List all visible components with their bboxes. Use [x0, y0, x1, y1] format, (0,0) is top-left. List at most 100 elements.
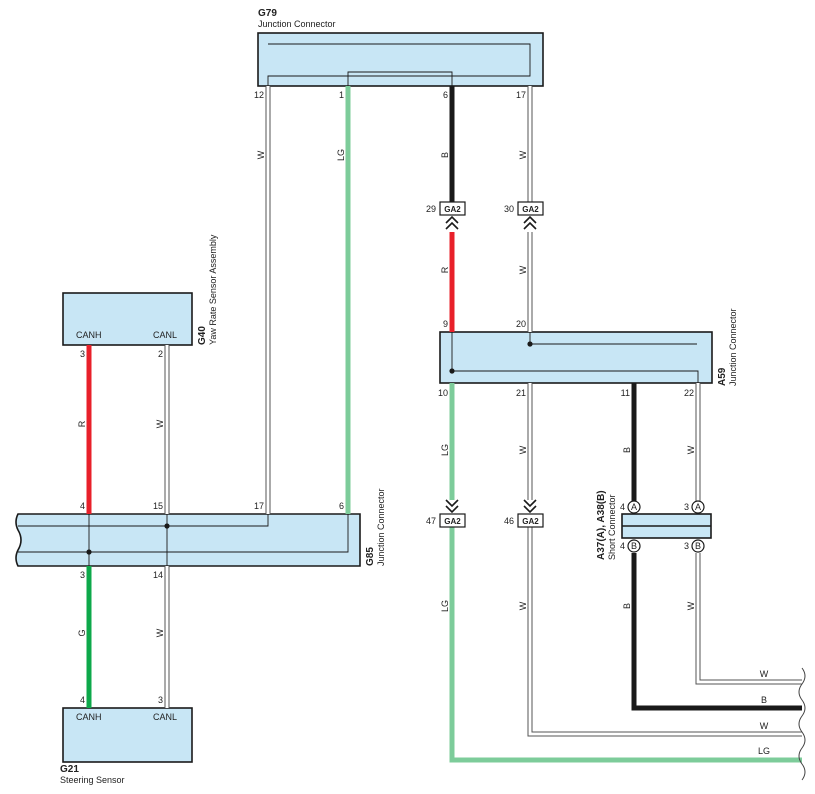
g21-code: G21	[60, 764, 79, 775]
short-terminal-3b[interactable]: B 3	[684, 539, 705, 553]
wire-label-a59-w2: W	[686, 445, 696, 454]
g79-internal-a	[267, 43, 531, 86]
a59-pin-9: 9	[443, 319, 448, 329]
wire-label-g79-12: W	[256, 150, 266, 159]
wire-label-g21-g: G	[77, 629, 87, 636]
wire-label-ga2-r: R	[440, 266, 450, 273]
svg-text:A: A	[631, 502, 637, 512]
svg-text:3: 3	[684, 541, 689, 551]
g21-pin-4: 4	[80, 695, 85, 705]
g40-canl: CANL	[153, 330, 177, 340]
g85-pin-15: 15	[153, 501, 163, 511]
wire-label-lower-w: W	[518, 601, 528, 610]
wire-label-a59-lg: LG	[440, 444, 450, 456]
wire-label-g79-6: B	[440, 152, 450, 158]
a59-internal-a	[451, 332, 699, 383]
svg-text:B: B	[695, 541, 701, 551]
g79-box[interactable]	[257, 32, 544, 87]
connector-ga2-30-pin: 30	[504, 204, 514, 214]
g40-pin-3: 3	[80, 349, 85, 359]
wire-label-g40-w: W	[155, 419, 165, 428]
wire-label-g40-r: R	[77, 420, 87, 427]
svg-text:3: 3	[684, 502, 689, 512]
connector-ga2-47[interactable]: GA2 47	[426, 499, 466, 528]
g21-desc: Steering Sensor	[60, 775, 125, 785]
connector-ga2-30-label: GA2	[522, 205, 539, 214]
g21-canl: CANL	[153, 712, 177, 722]
g85-pin-14: 14	[153, 570, 163, 580]
connector-ga2-29-label: GA2	[444, 205, 461, 214]
g79-pin-17: 17	[516, 90, 526, 100]
wire-break-line	[798, 667, 806, 781]
connector-ga2-47-chevron-icon	[445, 499, 459, 514]
g40-pin-2: 2	[158, 349, 163, 359]
connector-ga2-30-chevron-icon	[523, 215, 537, 230]
connector-ga2-46-label: GA2	[522, 517, 539, 526]
wire-label-out-w2: W	[760, 721, 769, 731]
a59-box[interactable]	[439, 331, 713, 384]
connector-ga2-47-pin: 47	[426, 516, 436, 526]
wire-label-a59-w: W	[518, 445, 528, 454]
wire-short-w[interactable]	[695, 553, 802, 685]
g85-internal-a	[18, 514, 269, 527]
g85-pin-3: 3	[80, 570, 85, 580]
wire-label-ga2-w: W	[518, 265, 528, 274]
connector-ga2-29-chevron-icon	[445, 215, 459, 230]
a59-pin-21: 21	[516, 388, 526, 398]
short-terminal-3a[interactable]: A 3	[684, 500, 705, 514]
a59-desc: Junction Connector	[728, 308, 738, 386]
connector-ga2-29[interactable]: GA2 29	[426, 201, 466, 230]
svg-text:4: 4	[620, 502, 625, 512]
g40-desc: Yaw Rate Sensor Assembly	[208, 234, 218, 345]
svg-text:4: 4	[620, 541, 625, 551]
g79-pin-1: 1	[339, 90, 344, 100]
a59-pin-22: 22	[684, 388, 694, 398]
g85-splice-dot-a	[164, 523, 170, 529]
short-terminal-4b[interactable]: B 4	[620, 539, 641, 553]
g85-internal-b	[18, 514, 349, 553]
g85-pin-17: 17	[254, 501, 264, 511]
a59-code: A59	[717, 367, 728, 386]
wire-label-a59-b: B	[622, 447, 632, 453]
a59-pin-11: 11	[621, 388, 630, 398]
g79-code: G79	[258, 8, 277, 19]
wire-label-out-w1: W	[760, 669, 769, 679]
g85-code: G85	[365, 547, 376, 566]
g21-pin-3: 3	[158, 695, 163, 705]
g85-pin-6: 6	[339, 501, 344, 511]
g79-internal-b	[347, 71, 453, 86]
svg-text:A: A	[695, 502, 701, 512]
wire-label-out-b: B	[761, 695, 767, 705]
wire-lower-lg[interactable]	[449, 527, 802, 763]
connector-ga2-46-pin: 46	[504, 516, 514, 526]
wire-label-lower-lg: LG	[440, 600, 450, 612]
g40-box[interactable]	[62, 292, 193, 346]
a59-splice-dot-a	[527, 341, 533, 347]
g85-desc: Junction Connector	[376, 488, 386, 566]
connector-ga2-29-pin: 29	[426, 204, 436, 214]
wire-label-g79-1: LG	[336, 149, 346, 161]
svg-text:B: B	[631, 541, 637, 551]
short-terminal-4a[interactable]: A 4	[620, 500, 641, 514]
connector-ga2-30[interactable]: GA2 30	[504, 201, 544, 230]
g79-desc: Junction Connector	[258, 19, 336, 29]
g21-box[interactable]	[62, 707, 193, 763]
g21-canh: CANH	[76, 712, 102, 722]
g40-canh: CANH	[76, 330, 102, 340]
g85-box[interactable]	[15, 513, 361, 567]
wire-lower-w[interactable]	[527, 527, 802, 737]
a59-splice-dot-b	[449, 368, 455, 374]
wire-label-g79-17: W	[518, 150, 528, 159]
wire-short-b[interactable]	[631, 553, 802, 711]
wire-label-short-b: B	[622, 603, 632, 609]
g79-pin-6: 6	[443, 90, 448, 100]
g79-pin-12: 12	[254, 90, 264, 100]
connector-ga2-46-chevron-icon	[523, 499, 537, 514]
g85-pin-4: 4	[80, 501, 85, 511]
connector-ga2-46[interactable]: GA2 46	[504, 499, 544, 528]
wire-label-short-w: W	[686, 601, 696, 610]
g85-splice-dot-b	[86, 549, 92, 555]
wire-label-g21-w: W	[155, 628, 165, 637]
a59-pin-10: 10	[438, 388, 448, 398]
connector-ga2-47-label: GA2	[444, 517, 461, 526]
